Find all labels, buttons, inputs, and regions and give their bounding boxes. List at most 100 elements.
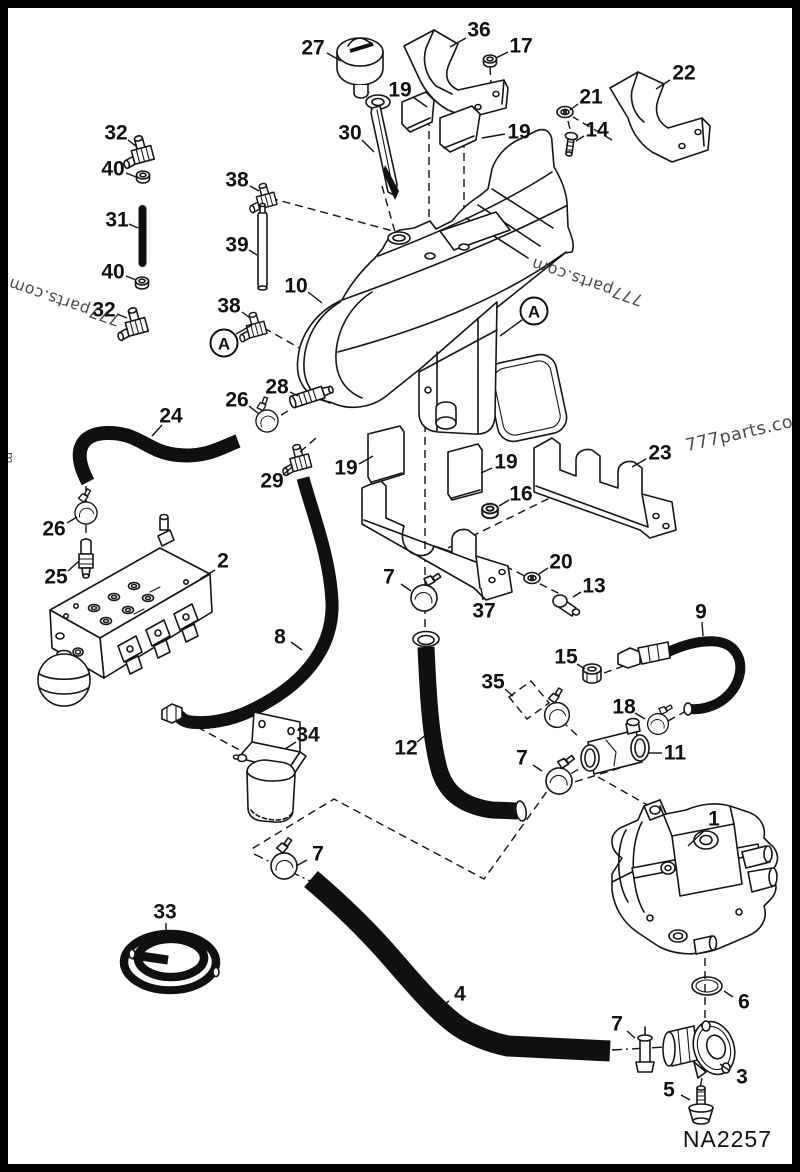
callout-leader-17-2 <box>495 51 509 59</box>
callout-5-49: 5 <box>663 1079 675 1102</box>
callout-leader-37-31 <box>480 587 484 601</box>
hose-12 <box>412 630 528 822</box>
callout-leader-7-32 <box>400 583 412 592</box>
callout-26-26: 26 <box>42 518 65 541</box>
callout-25-27: 25 <box>44 566 68 589</box>
callout-7-32: 7 <box>383 566 395 589</box>
callout-leader-36-1 <box>449 37 467 48</box>
callout-33-44: 33 <box>153 901 176 924</box>
callout-leader-5-49 <box>680 1094 691 1101</box>
callout-leader-15-35 <box>576 663 586 670</box>
bolt-14 <box>564 131 579 157</box>
nipple-fitting-28 <box>288 385 334 409</box>
o-ring-6 <box>691 976 723 996</box>
callout-7-43: 7 <box>312 843 324 866</box>
callout-40-9: 40 <box>101 158 124 181</box>
callout-10-17: 10 <box>284 275 307 298</box>
hose-24 <box>72 425 241 486</box>
callout-leader-31-10 <box>128 223 139 229</box>
callout-leader-19-22 <box>358 455 374 465</box>
callout-35-36: 35 <box>481 671 505 694</box>
hose-4 <box>304 871 611 1062</box>
detail-marker-A-1: A <box>519 296 549 326</box>
hose-clamp-26b <box>68 487 101 528</box>
callout-leader-16-25 <box>498 499 510 507</box>
bracket-36 <box>403 29 509 119</box>
watermark-right: 777parts.com <box>684 408 792 456</box>
detail-markers: AA <box>209 296 549 358</box>
callout-leader-40-9 <box>125 172 137 178</box>
callout-leader-lines <box>235 319 523 337</box>
valve-block <box>49 513 213 679</box>
bracket-37 <box>361 479 513 601</box>
callout-leader-12-38 <box>416 733 428 743</box>
callout-1-42: 1 <box>708 808 720 831</box>
callout-19-3: 19 <box>388 79 411 102</box>
callout-leader-14-6 <box>575 135 585 142</box>
callout-4-45: 4 <box>454 983 466 1006</box>
callout-12-38: 12 <box>394 737 417 760</box>
callout-leader-38-15 <box>241 311 251 319</box>
svg-text:A: A <box>218 335 230 354</box>
callout-leader-32-8 <box>127 139 138 148</box>
hose-clamp-7b <box>543 751 577 797</box>
hose-8-end-fitting <box>161 703 183 724</box>
callout-leader-30-16 <box>361 139 375 153</box>
callout-40-11: 40 <box>101 261 124 284</box>
callout-leader-38-13 <box>249 185 260 192</box>
callout-19-7: 19 <box>507 121 530 144</box>
callout-leader-26-19 <box>248 405 260 415</box>
callout-18-37: 18 <box>612 696 636 719</box>
callout-leader-3-48 <box>719 1063 731 1072</box>
callout-19-23: 19 <box>494 451 517 474</box>
callout-7-47: 7 <box>611 1013 623 1036</box>
callout-29-21: 29 <box>260 470 283 493</box>
callout-2-28: 2 <box>217 550 229 573</box>
callout-leader-32-12 <box>116 313 128 319</box>
callout-leader-2-28 <box>199 569 216 580</box>
callout-leader-4-45 <box>437 1000 450 1010</box>
hose-clamp-7d <box>635 1026 655 1073</box>
callout-leader-7-40 <box>532 764 543 772</box>
callout-28-18: 28 <box>265 376 289 399</box>
callout-leader-10-17 <box>307 291 323 304</box>
bracket-22 <box>609 71 711 163</box>
callout-21-4: 21 <box>579 86 603 109</box>
hydraulic-tank <box>296 128 575 443</box>
callout-38-13: 38 <box>225 169 249 192</box>
callout-9-34: 9 <box>695 601 707 624</box>
callout-38-15: 38 <box>217 295 241 318</box>
coiled-hose-33 <box>119 929 221 995</box>
washer-21 <box>556 105 574 119</box>
callout-leader-28-18 <box>289 391 299 397</box>
callout-leader-20-29 <box>538 567 549 575</box>
callout-leader-34-41 <box>284 741 297 750</box>
callout-leader-39-14 <box>248 249 258 256</box>
callout-leader-19-3 <box>412 96 428 108</box>
watermark-edge-fragment: m <box>8 452 16 464</box>
exploded-parts-diagram: 2736171921221419324031403238393830102826… <box>8 19 792 1153</box>
callout-leader-9-34 <box>701 621 704 637</box>
callout-leader-35-36 <box>504 688 514 697</box>
hydrostatic-pump <box>611 799 779 955</box>
callout-22-5: 22 <box>672 62 695 85</box>
callout-34-41: 34 <box>296 724 320 747</box>
hose-clamp-35 <box>537 686 573 731</box>
callout-31-10: 31 <box>105 209 129 232</box>
figure-code: NA2257 <box>683 1126 772 1152</box>
nut-40a <box>135 170 151 184</box>
callout-19-22: 19 <box>334 457 357 480</box>
callout-leader-21-4 <box>569 103 579 111</box>
nut-40b <box>134 276 150 290</box>
callout-3-48: 3 <box>736 1066 748 1089</box>
svg-text:A: A <box>528 303 540 322</box>
callout-leader-24-20 <box>151 424 163 437</box>
callout-leader-19-7 <box>481 133 506 139</box>
callout-leader-13-30 <box>572 591 582 598</box>
callout-37-31: 37 <box>472 600 495 623</box>
watermark-center: 777parts.com <box>529 254 646 310</box>
callout-11-39: 11 <box>664 742 687 765</box>
callout-20-29: 20 <box>549 551 572 574</box>
